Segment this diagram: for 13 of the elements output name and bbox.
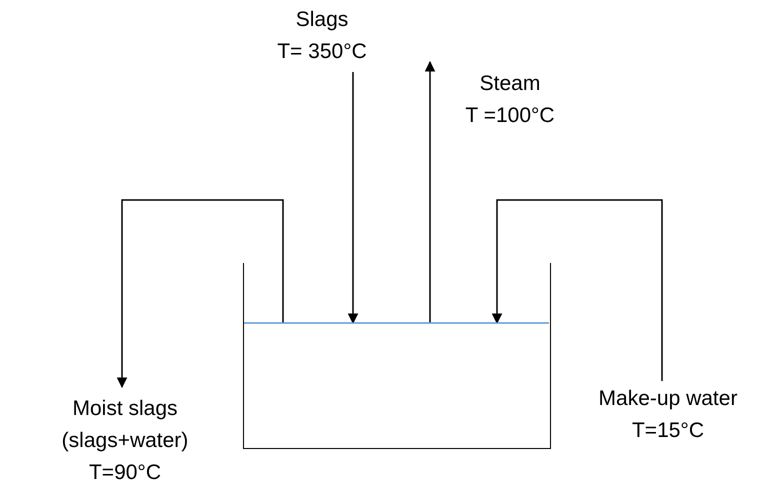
stream-name: Slags xyxy=(294,7,350,33)
temperature-label: T=90°C xyxy=(88,460,162,486)
temperature-label: T =100°C xyxy=(464,103,556,129)
flow-arrow xyxy=(492,199,663,381)
stream-name: Make-up water xyxy=(598,386,738,412)
temperature-label: T= 350°C xyxy=(276,39,368,65)
flow-arrow xyxy=(348,72,358,324)
tank-drawing xyxy=(243,263,551,449)
stream-name: Steam xyxy=(478,71,542,97)
flow-arrow xyxy=(116,199,284,388)
stream-name: Moist slags (slags+water) xyxy=(60,396,190,454)
temperature-label: T=15°C xyxy=(630,418,705,444)
flow-arrow xyxy=(424,60,436,323)
